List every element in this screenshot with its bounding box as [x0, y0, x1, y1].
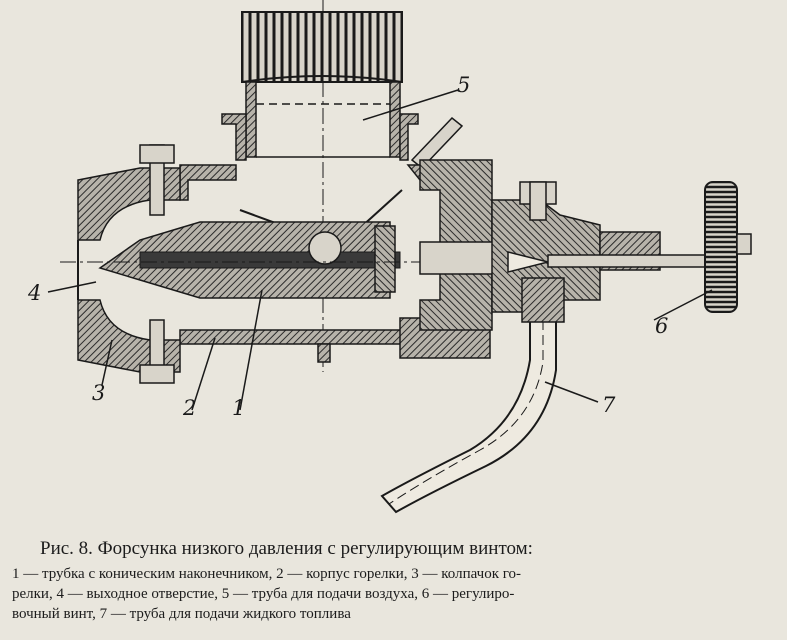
conical-tube	[60, 221, 690, 299]
label-3: 3	[92, 381, 105, 405]
figure-caption: Рис. 8. Форсунка низкого давления с регу…	[0, 537, 787, 624]
caption-legend: 1 — трубка с коническим наконечником, 2 …	[0, 561, 787, 624]
label-leaders	[47, 89, 713, 411]
regulating-screw	[419, 181, 752, 313]
air-pipe	[221, 11, 464, 170]
label-7: 7	[602, 393, 616, 417]
fuel-pipe	[380, 277, 565, 514]
label-1: 1	[232, 396, 245, 420]
caption-legend-line: релки, 4 — выходное отверстие, 5 — труба…	[12, 586, 515, 602]
caption-legend-line: вочный винт, 7 — труба для подачи жидког…	[12, 606, 351, 622]
label-2: 2	[182, 396, 196, 420]
caption-title: Рис. 8. Форсунка низкого давления с регу…	[40, 538, 533, 559]
caption-legend-line: 1 — трубка с коническим наконечником, 2 …	[12, 566, 522, 582]
label-6: 6	[655, 314, 668, 338]
burner-cap	[77, 144, 181, 384]
label-5: 5	[457, 73, 470, 97]
label-4: 4	[27, 281, 41, 305]
burner-drawing: 5 6 7 1 2 3 4	[27, 0, 752, 514]
